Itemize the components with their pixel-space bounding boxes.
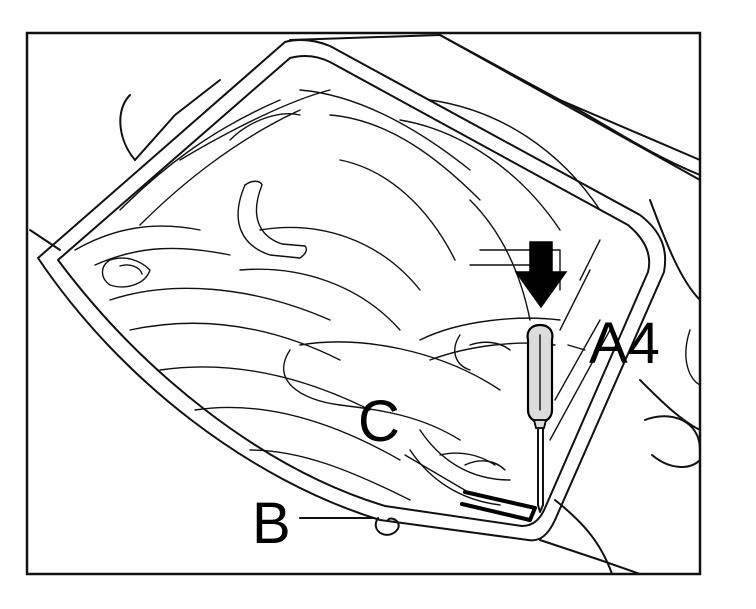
glovebox-rim	[37, 38, 667, 542]
callout-label-a4: A4	[589, 311, 660, 376]
callout-label-b: B	[252, 491, 291, 556]
arrow-down-icon	[514, 241, 568, 309]
dashboard-background	[29, 34, 701, 575]
diagram-frame	[25, 31, 702, 576]
leader-lines	[299, 344, 586, 519]
release-clip	[374, 490, 537, 536]
screwdriver-icon	[526, 323, 554, 513]
callout-label-c: C	[358, 389, 400, 454]
